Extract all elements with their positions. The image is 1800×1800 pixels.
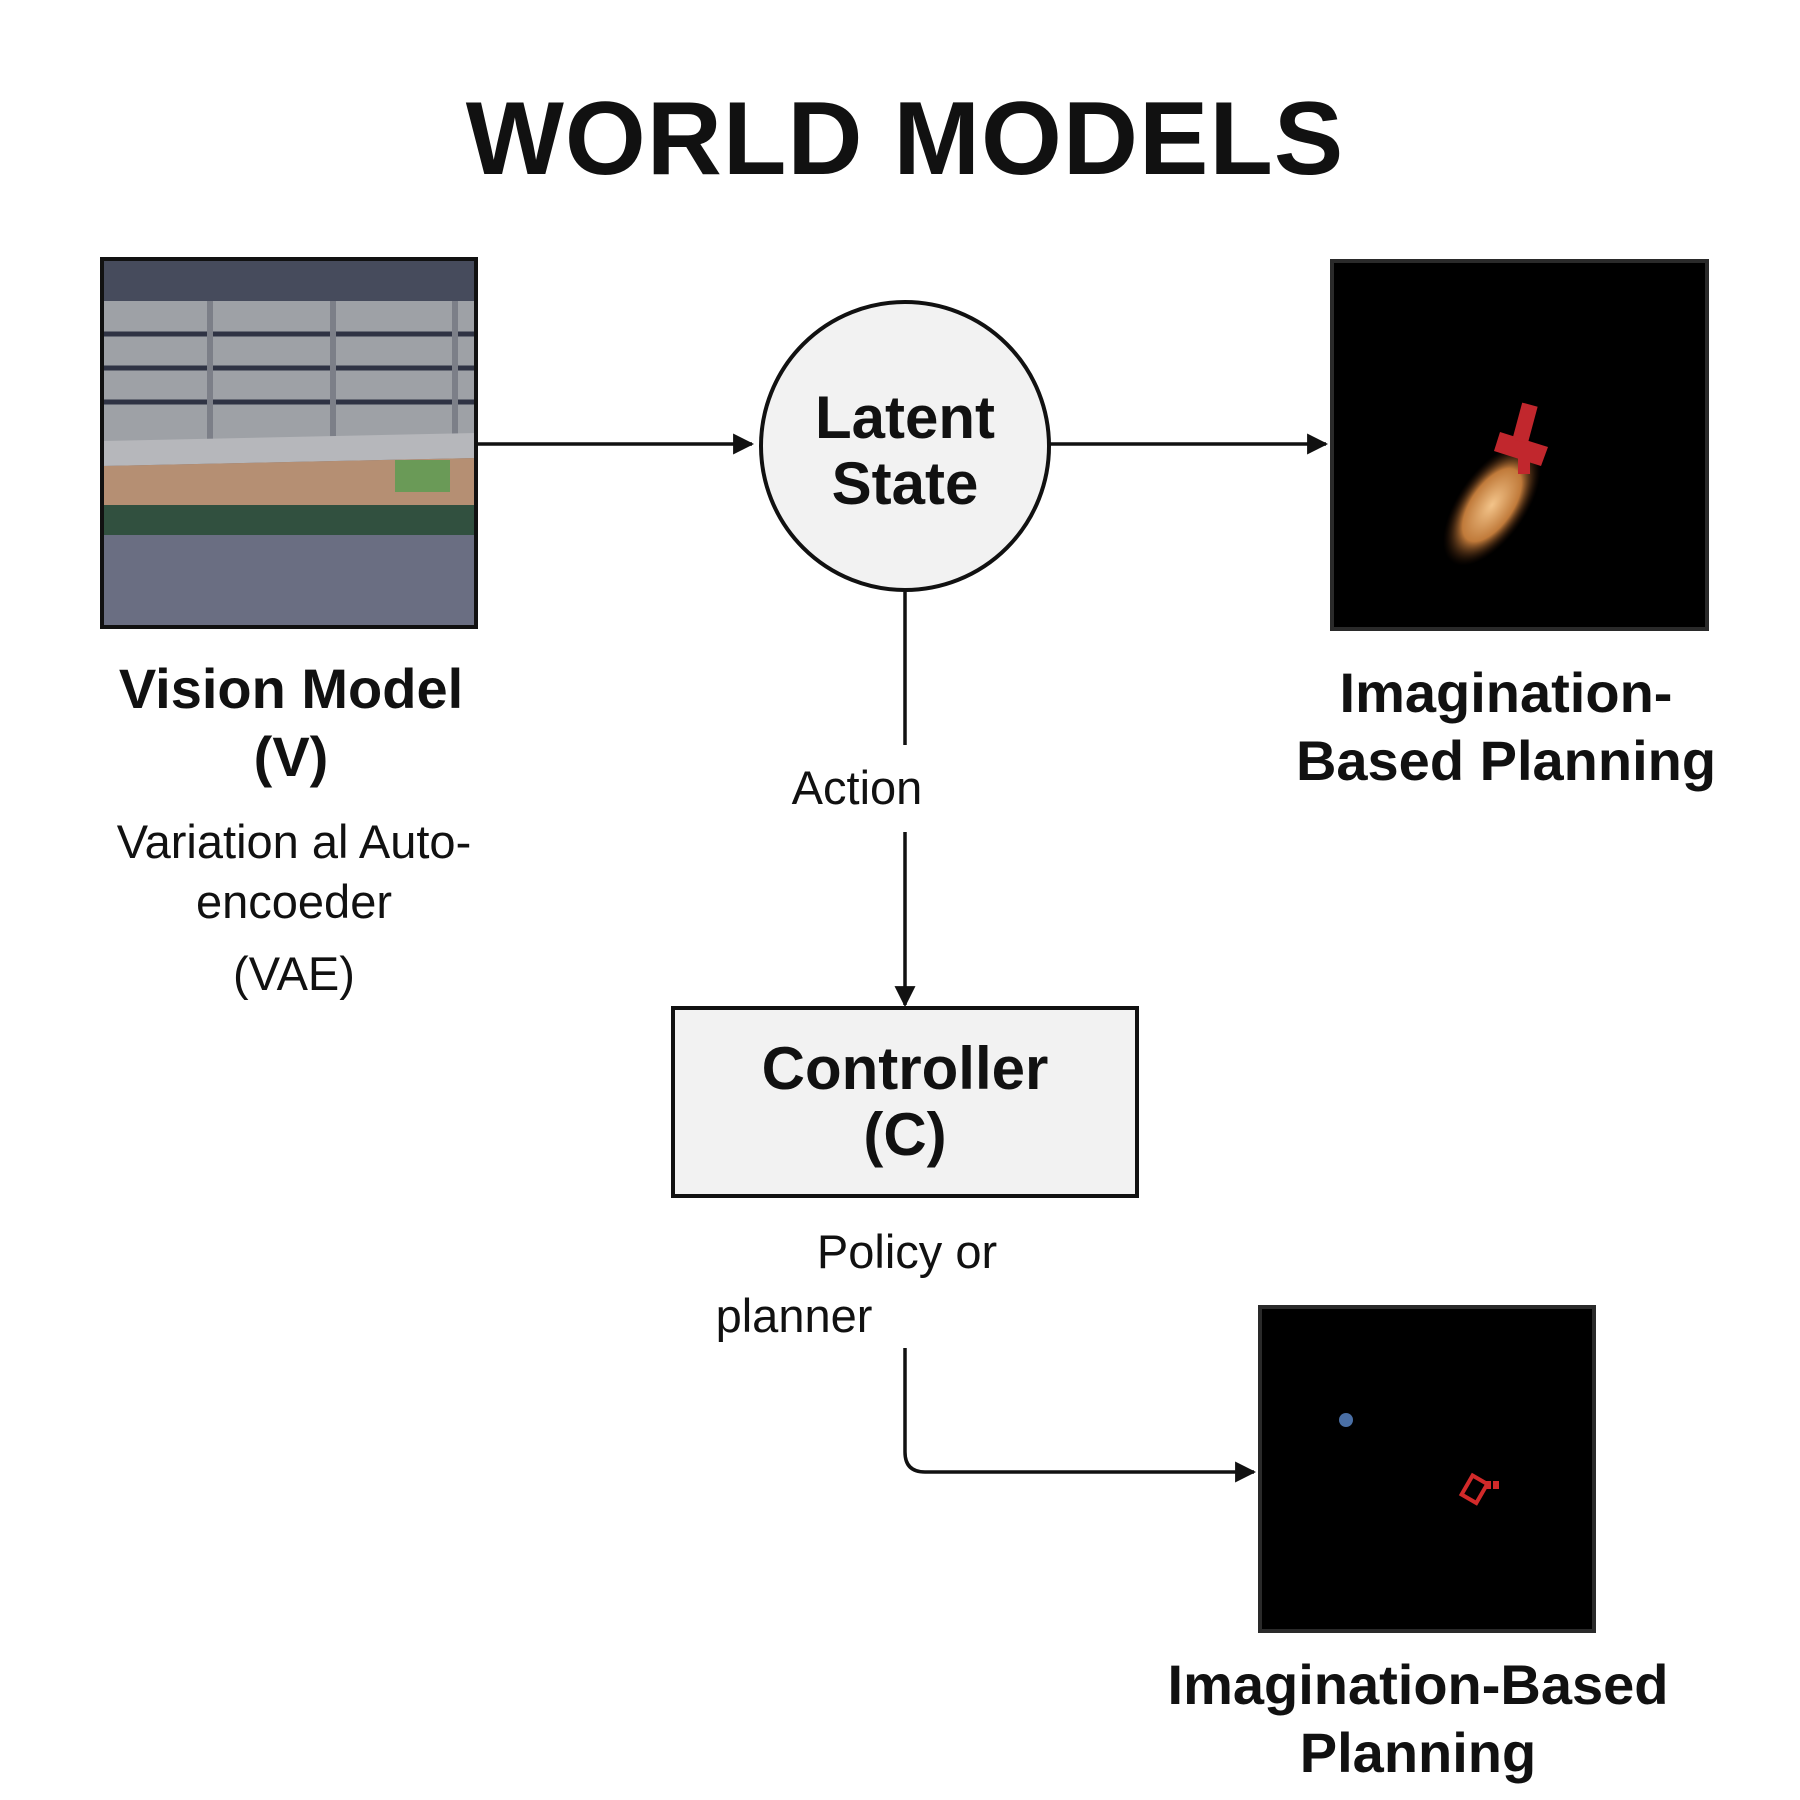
latent-state-node — [759, 300, 1051, 592]
imagination-frame-image-top — [1330, 259, 1709, 631]
imagination-bottom-line2: Planning — [1299, 1721, 1537, 1784]
controller-line1: Controller — [761, 1035, 1049, 1102]
controller-desc-line1: Policy or — [816, 1225, 998, 1278]
latent-state-line1: Latent — [815, 384, 995, 451]
vision-model-desc: Variation al Auto- encoeder (VAE) — [117, 812, 471, 1004]
imagination-top-label: Imagination- Based Planning — [1296, 659, 1716, 795]
imagination-frame-image-bottom — [1258, 1305, 1596, 1633]
action-label: Action — [791, 761, 923, 814]
controller-line2: (C) — [863, 1101, 947, 1168]
controller-node — [671, 1006, 1139, 1198]
vision-model-name-line1: Vision Model — [118, 657, 464, 720]
vision-model-name-line2: (V) — [253, 725, 329, 788]
imagination-bottom-line1: Imagination-Based — [1167, 1653, 1669, 1716]
vision-model-desc-line3: (VAE) — [233, 947, 355, 1000]
latent-state-line2: State — [831, 450, 979, 517]
imagination-top-line2: Based Planning — [1295, 729, 1717, 792]
imagination-top-line1: Imagination- — [1339, 661, 1673, 724]
arrow-controller-to-imagination — [903, 1348, 1257, 1483]
page-title: WORLD MODELS — [465, 81, 1345, 197]
vision-model-desc-line1: Variation al Auto- — [116, 815, 472, 868]
vision-frame-image — [100, 257, 478, 629]
controller-desc-line2: planner — [715, 1289, 873, 1342]
vision-model-name: Vision Model (V) — [119, 655, 463, 791]
controller-label: Controller (C) — [762, 1036, 1049, 1168]
vision-model-desc-line2: encoeder — [195, 875, 392, 928]
imagination-bottom-label: Imagination-Based Planning — [1168, 1651, 1669, 1787]
latent-state-label: Latent State — [815, 385, 995, 517]
